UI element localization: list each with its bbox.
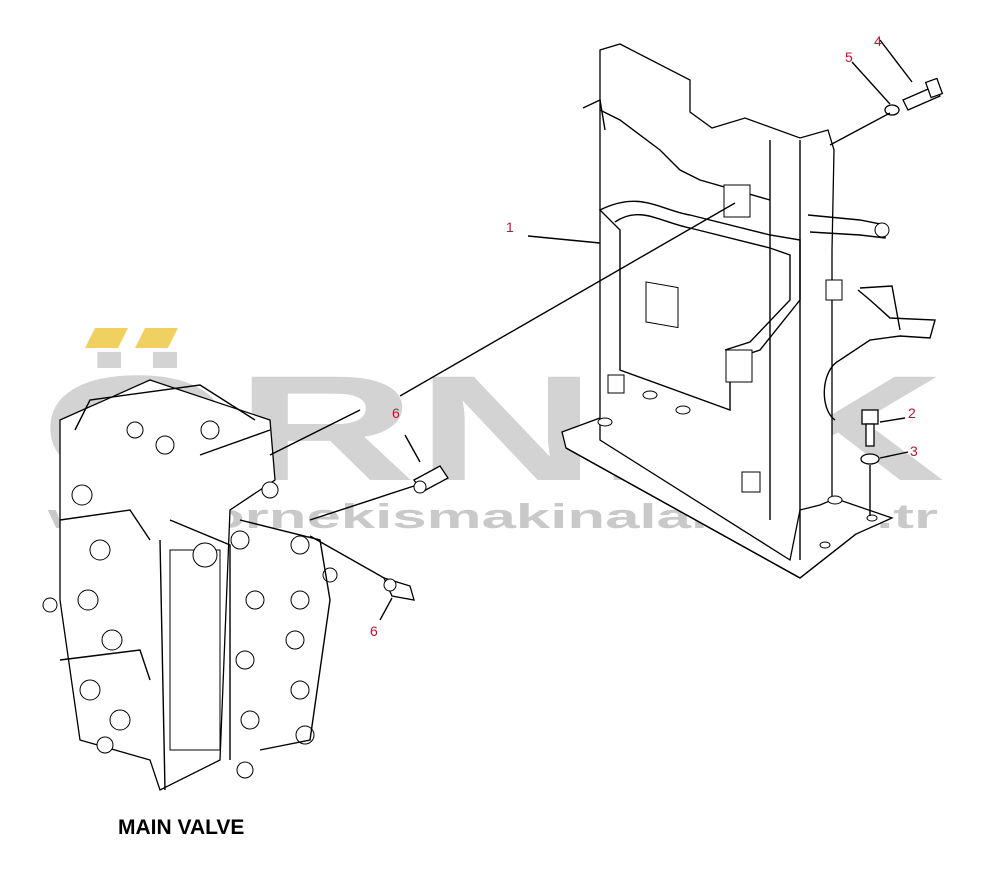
sensor-6-lower bbox=[382, 576, 415, 601]
callout-6-lower: 6 bbox=[370, 623, 378, 639]
washer-5 bbox=[884, 104, 900, 116]
watermark-accent-right bbox=[135, 328, 178, 348]
callout-2: 2 bbox=[908, 405, 916, 421]
washer-3 bbox=[860, 453, 880, 465]
bolt-2 bbox=[861, 409, 879, 447]
sensor-6-upper bbox=[413, 465, 449, 494]
main-valve-caption: MAIN VALVE bbox=[118, 816, 244, 839]
watermark-accent-left bbox=[85, 328, 128, 348]
callout-6-upper: 6 bbox=[392, 405, 400, 421]
leader-lines bbox=[269, 39, 913, 621]
callout-5: 5 bbox=[845, 49, 853, 65]
bolt-4 bbox=[902, 77, 944, 111]
bracket-body bbox=[599, 43, 835, 562]
callout-1: 1 bbox=[506, 219, 514, 235]
bracket-assembly bbox=[561, 43, 936, 579]
callout-3: 3 bbox=[910, 443, 918, 459]
callout-4: 4 bbox=[874, 33, 882, 49]
main-valve bbox=[42, 379, 338, 791]
